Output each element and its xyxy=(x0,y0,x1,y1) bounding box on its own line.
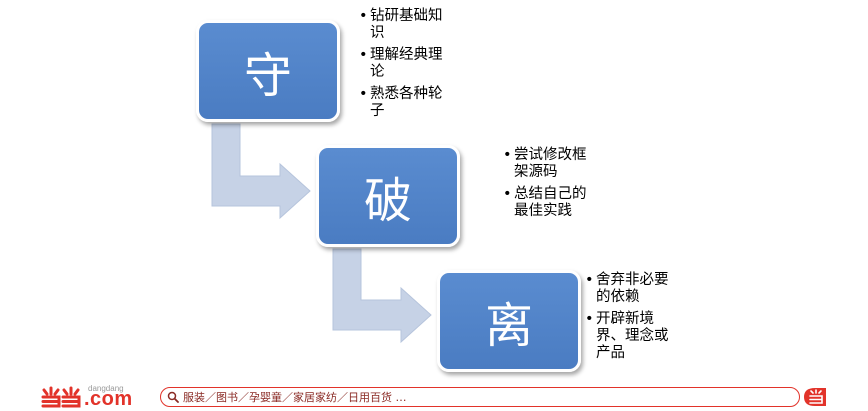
stage-box-shou: 守 xyxy=(196,20,340,122)
stage-box-po: 破 xyxy=(316,145,460,247)
bullet-dot-icon: • xyxy=(585,272,594,288)
category-links-text[interactable]: 服装／图书／孕婴童／家居家纺／日用百货 … xyxy=(183,391,407,404)
bullet-dot-icon: • xyxy=(359,86,368,102)
bullet-item: •舍弃非必要的依赖 xyxy=(585,272,669,305)
logo-small-text: dangdang xyxy=(88,384,124,393)
bullet-dot-icon: • xyxy=(359,8,368,24)
bullet-list-li: •舍弃非必要的依赖 •开辟新境界、理念或产品 xyxy=(585,272,673,367)
connector-arrow-1 xyxy=(211,123,311,220)
bullet-dot-icon: • xyxy=(585,311,594,327)
bullet-dot-icon: • xyxy=(359,47,368,63)
bullet-list-po: •尝试修改框架源码 •总结自己的最佳实践 xyxy=(503,147,588,225)
stage-label: 破 xyxy=(363,173,412,229)
bullet-list-shou: •钻研基础知识 •理解经典理论 •熟悉各种轮子 xyxy=(359,8,444,125)
magnifier-icon xyxy=(167,391,179,403)
bullet-dot-icon: • xyxy=(503,186,512,202)
bullet-item: •钻研基础知识 xyxy=(359,8,443,41)
bullet-item: •理解经典理论 xyxy=(359,47,443,80)
bullet-item: •熟悉各种轮子 xyxy=(359,86,443,119)
dangdang-logo-icon xyxy=(41,386,81,408)
category-search-bar[interactable]: 服装／图书／孕婴童／家居家纺／日用百货 … xyxy=(160,387,800,407)
bullet-item: •开辟新境界、理念或产品 xyxy=(585,311,669,361)
footer-banner: dangdang .com 服装／图书／孕婴童／家居家纺／日用百货 … xyxy=(0,384,868,410)
stage-box-li: 离 xyxy=(437,270,581,372)
bullet-item: •尝试修改框架源码 xyxy=(503,147,587,180)
bullet-item: •总结自己的最佳实践 xyxy=(503,186,587,219)
bullet-dot-icon: • xyxy=(503,147,512,163)
logo-main-text: .com xyxy=(84,388,133,410)
stage-label: 离 xyxy=(484,298,533,354)
dangdang-badge-icon xyxy=(804,388,826,406)
stage-label: 守 xyxy=(243,48,292,104)
connector-arrow-2 xyxy=(332,248,432,344)
